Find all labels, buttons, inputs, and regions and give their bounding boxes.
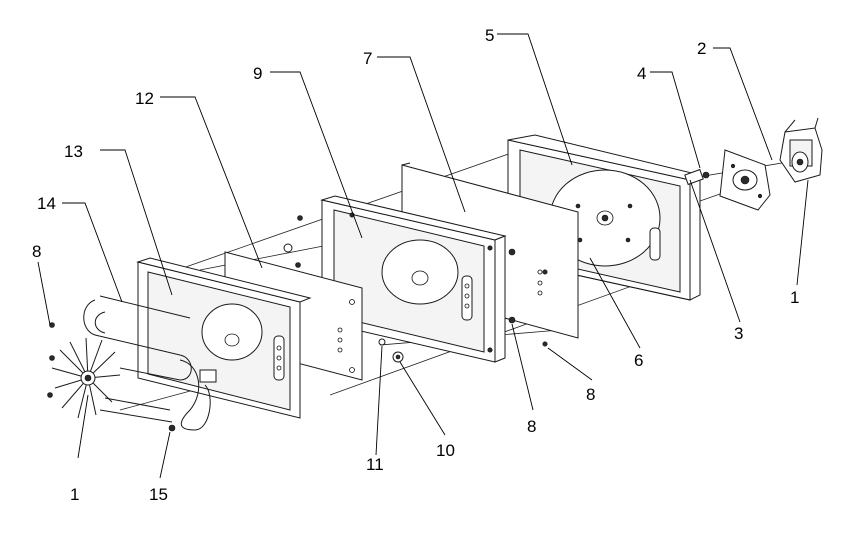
callout-5: 5	[485, 26, 494, 45]
callout-6: 6	[634, 351, 643, 370]
leader-lines	[37, 33, 809, 479]
callout-14: 14	[37, 194, 56, 213]
part-15-screw	[168, 424, 176, 432]
part-1-motor	[779, 117, 823, 183]
callout-12: 12	[135, 89, 154, 108]
callout-11: 11	[366, 455, 384, 474]
callout-1-right: 1	[790, 288, 799, 307]
part-14-heating-element	[83, 295, 211, 431]
callout-1-left: 1	[70, 485, 79, 504]
callout-labels: 1 1 2 3 4 5 6 7 8 8 8 9 10 11 12 13 14 1…	[32, 26, 799, 504]
part-1-fan	[51, 337, 121, 419]
callout-3: 3	[734, 324, 743, 343]
callout-15: 15	[149, 485, 168, 504]
part-11-washer	[378, 338, 386, 346]
part-8-screws-left	[47, 215, 303, 398]
part-10-nut	[392, 351, 404, 363]
callout-8-left: 8	[32, 242, 41, 261]
callout-4: 4	[637, 64, 646, 83]
callout-13: 13	[64, 142, 83, 161]
callout-7: 7	[363, 49, 372, 68]
part-13-cavity-panel	[136, 257, 312, 419]
part-9-frame-panel	[320, 195, 507, 363]
callout-8-mid: 8	[527, 417, 536, 436]
part-4-shaft-coupling	[684, 168, 710, 186]
screws-right	[508, 248, 548, 347]
callout-2: 2	[697, 39, 706, 58]
part-3-motor-bracket	[719, 149, 771, 211]
callout-8-right: 8	[586, 385, 595, 404]
callout-9: 9	[253, 64, 262, 83]
callout-10: 10	[436, 441, 455, 460]
